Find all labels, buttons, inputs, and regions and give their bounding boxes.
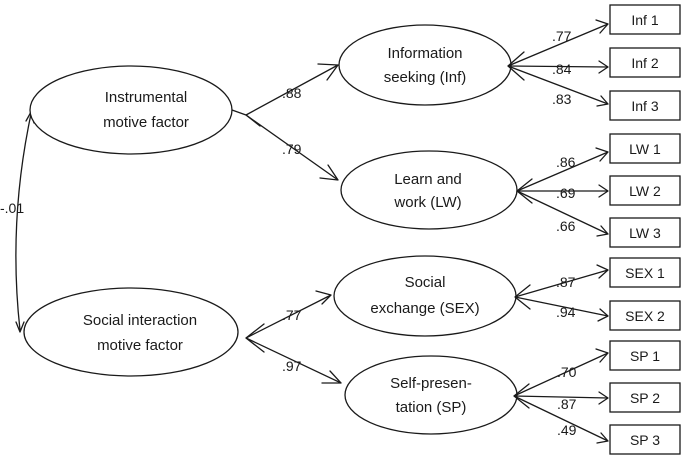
factor-inf: Information seeking (Inf) [338,24,512,106]
indicator-sp-2-label: SP 2 [630,390,660,406]
latent-social: Social interaction motive factor [23,287,239,377]
factor-inf-line2: seeking (Inf) [384,69,467,86]
indicator-sex-1: SEX 1 [609,257,681,288]
loading-lw-2: .69 [556,185,576,201]
path-coef-sex: .77 [282,307,302,323]
indicator-sp-1: SP 1 [609,340,681,371]
indicator-lw-2: LW 2 [609,175,681,206]
indicator-sp-2: SP 2 [609,382,681,413]
factor-sp: Self-presen- tation (SP) [344,355,518,435]
indicator-inf-1-label: Inf 1 [631,12,658,28]
factor-sex: Social exchange (SEX) [333,255,517,337]
indicator-lw-2-label: LW 2 [629,183,661,199]
indicator-lw-1-label: LW 1 [629,141,661,157]
factor-sp-line1: Self-presen- [390,375,472,392]
indicator-lw-3: LW 3 [609,217,681,248]
factor-lw-line1: Learn and [394,171,462,188]
loading-lw-3: .66 [556,218,576,234]
indicator-sex-1-label: SEX 1 [625,265,665,281]
indicator-inf-3: Inf 3 [609,90,681,121]
path-social-sp [245,337,342,384]
latent-instrumental: Instrumental motive factor [29,65,233,155]
loading-inf-1: .77 [552,28,572,44]
factor-sex-line1: Social [405,274,446,291]
indicator-inf-2: Inf 2 [609,47,681,78]
correlation-arrow [15,111,35,333]
path-coef-inf: .88 [282,85,302,101]
indicator-sex-2: SEX 2 [609,300,681,331]
correlation-coef: -.01 [0,200,24,216]
path-social-tail [245,323,265,353]
indicator-inf-3-label: Inf 3 [631,98,658,114]
loading-sex-1: .87 [556,274,576,290]
loading-inf-3: .83 [552,91,572,107]
indicator-sp-1-label: SP 1 [630,348,660,364]
indicator-inf-2-label: Inf 2 [631,55,658,71]
indicator-lw-3-label: LW 3 [629,225,661,241]
path-instrumental-inf [245,63,339,116]
factor-sex-line2: exchange (SEX) [370,300,479,317]
factor-lw-line2: work (LW) [393,194,461,211]
indicator-sex-2-label: SEX 2 [625,308,665,324]
path-instrumental-tail [231,109,261,127]
indicator-sp-3-label: SP 3 [630,432,660,448]
latent-instrumental-line2: motive factor [103,114,189,131]
path-coef-sp: .97 [282,358,302,374]
indicator-sp-3: SP 3 [609,424,681,455]
loading-sp-2: .87 [557,396,577,412]
loading-sex-2: .94 [556,304,576,320]
factor-sp-line2: tation (SP) [396,399,467,416]
loading-sp-1: .70 [557,364,577,380]
indicator-lw-1: LW 1 [609,133,681,164]
indicator-inf-1: Inf 1 [609,4,681,35]
latent-social-line2: motive factor [97,337,183,354]
loading-arrows [507,19,609,444]
loading-sp-3: .49 [557,422,577,438]
factor-inf-line1: Information [387,45,462,62]
path-social-sex [245,290,332,339]
latent-instrumental-line1: Instrumental [105,89,188,106]
path-instrumental-lw [245,114,339,181]
loading-inf-2: .84 [552,61,572,77]
factor-lw: Learn and work (LW) [340,150,518,230]
latent-social-line1: Social interaction [83,312,197,329]
path-coef-lw: .79 [282,141,302,157]
loading-lw-1: .86 [556,154,576,170]
